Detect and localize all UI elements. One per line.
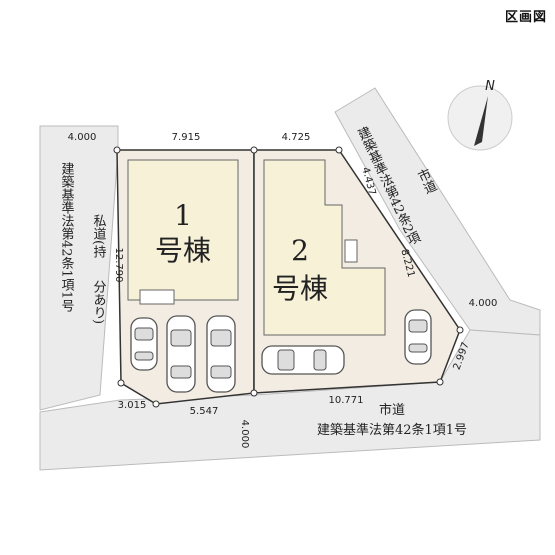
dim-top-lot1: 7.915 bbox=[172, 132, 201, 143]
road-left-legal: 建築基準法第42条1項1号 bbox=[59, 162, 75, 313]
lot-2-number: 2 bbox=[291, 234, 309, 267]
dim-bottom-mid: 5.547 bbox=[190, 406, 219, 417]
dim-bottom-corner: 3.015 bbox=[118, 400, 147, 411]
dim-bottom-right: 10.771 bbox=[329, 395, 364, 406]
compass: N bbox=[447, 79, 513, 151]
lot-1-label: 号棟 bbox=[155, 234, 211, 267]
car-lot2-a bbox=[261, 345, 345, 375]
top-right-road bbox=[334, 87, 541, 336]
road-left-label-b: 分あり) bbox=[91, 280, 107, 324]
dim-top-lot2: 4.725 bbox=[282, 132, 311, 143]
car-lot1-c bbox=[206, 315, 236, 393]
compass-north-label: N bbox=[485, 79, 495, 94]
diagram-title: 区画図 bbox=[504, 10, 547, 25]
left-private-road bbox=[39, 125, 119, 411]
building-1-footprint bbox=[127, 159, 239, 301]
lot-vertices bbox=[113, 146, 464, 408]
car-lot2-b bbox=[404, 309, 432, 365]
building-1-porch bbox=[139, 289, 175, 305]
building-2-footprint bbox=[263, 159, 386, 336]
car-lot1-b bbox=[166, 315, 196, 393]
car-lot1-a bbox=[130, 317, 158, 371]
building-2-porch bbox=[344, 239, 358, 263]
lot-1-number: 1 bbox=[174, 199, 192, 232]
dim-top-left-road: 4.000 bbox=[68, 132, 97, 143]
dim-right-road: 4.000 bbox=[469, 298, 498, 309]
road-left-label-a: 私道(持 bbox=[91, 214, 107, 259]
road-bottom-name: 市道 bbox=[379, 402, 405, 418]
dim-left-side: 12.790 bbox=[113, 248, 124, 283]
compass-needle-icon bbox=[474, 96, 488, 146]
lot-2-label: 号棟 bbox=[272, 272, 328, 305]
compass-ring bbox=[447, 85, 513, 151]
road-bottom-legal: 建築基準法第42条1項1号 bbox=[317, 422, 467, 438]
dim-bottom-road: 4.000 bbox=[239, 420, 250, 449]
